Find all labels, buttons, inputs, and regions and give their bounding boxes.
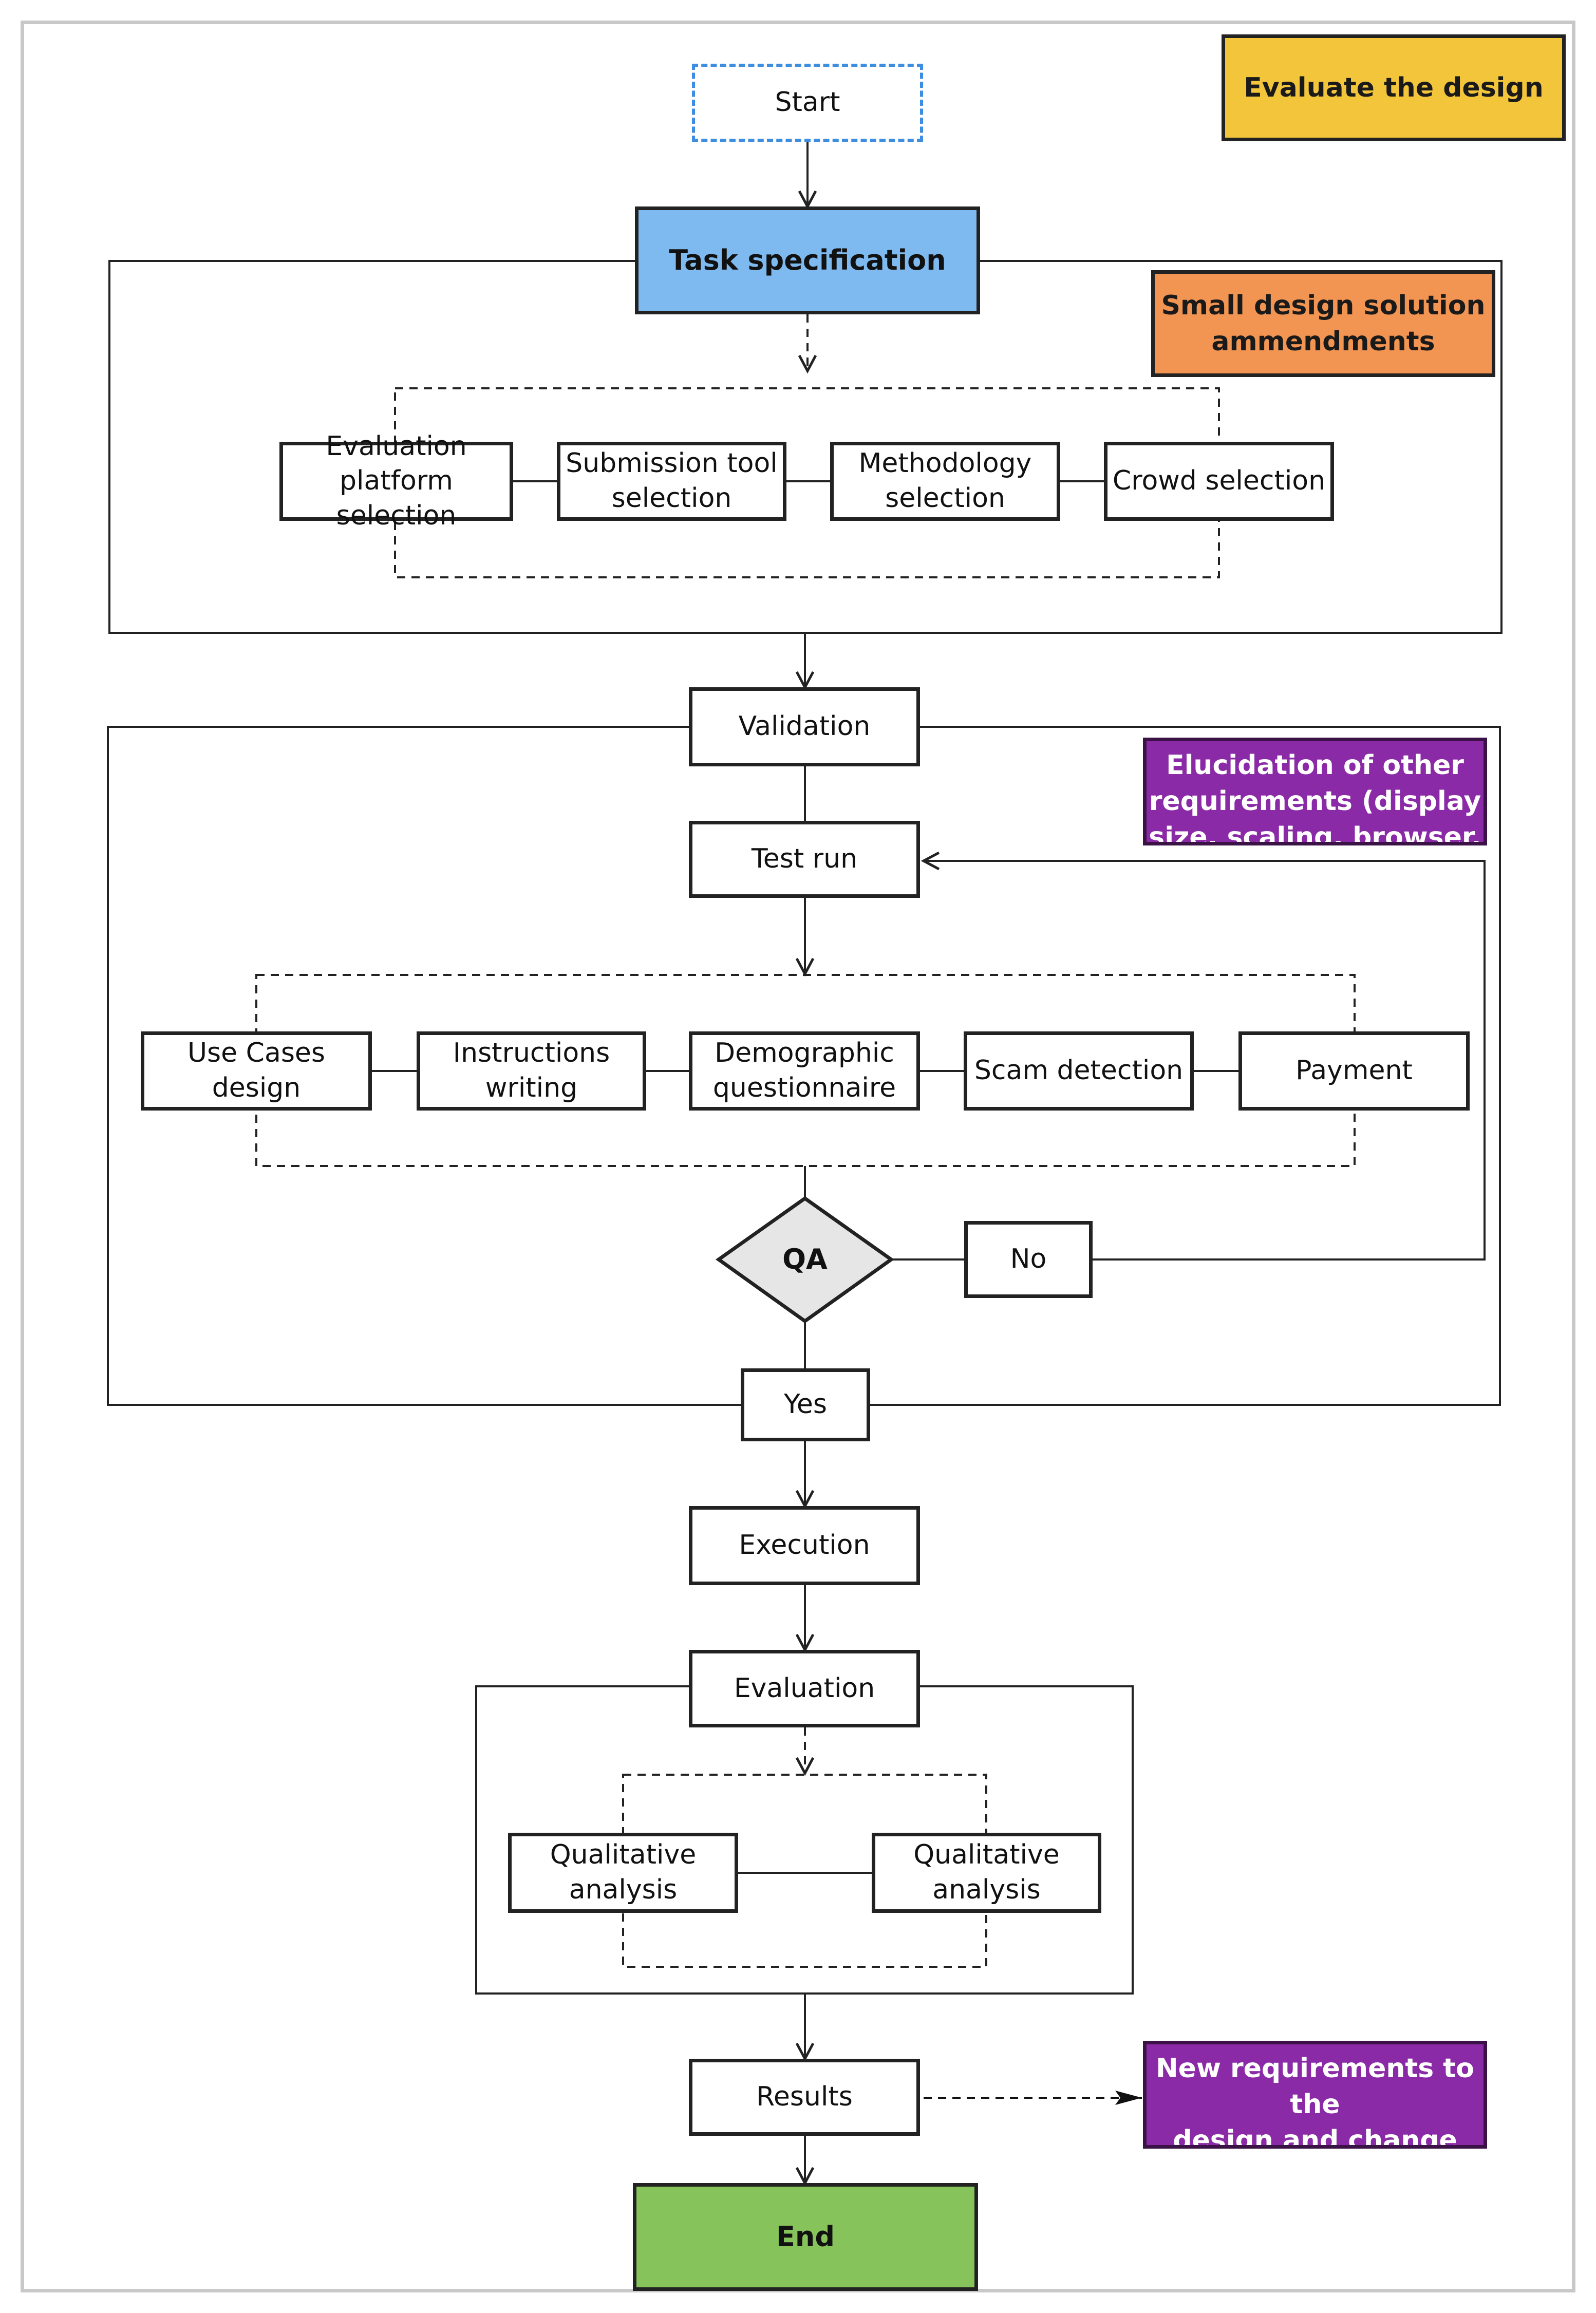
validation-node: Validation — [689, 687, 920, 766]
test-step-payment: Payment — [1238, 1031, 1470, 1111]
qa-yes-node: Yes — [741, 1368, 870, 1441]
task-specification-node: Task specification — [635, 206, 980, 314]
arrow-no-loop-to-testrun — [921, 851, 1486, 1261]
note-small-design-amendments: Small design solution ammendments — [1151, 270, 1495, 377]
task-step-submission-tool: Submission tool selection — [557, 442, 786, 521]
results-node: Results — [689, 2059, 920, 2136]
end-node: End — [633, 2183, 978, 2291]
note-elucidation-requirements: Elucidation of other requirements (displ… — [1143, 738, 1487, 845]
qa-decision-diamond — [715, 1196, 895, 1324]
test-step-use-cases-design: Use Cases design — [141, 1031, 372, 1111]
test-run-node: Test run — [689, 821, 920, 898]
task-step-evaluation-platform: Evaluation platform selection — [279, 431, 513, 531]
note-evaluate-the-design: Evaluate the design — [1222, 34, 1566, 141]
evaluation-node: Evaluation — [689, 1650, 920, 1727]
test-step-demographic-questionnaire: Demographic questionnaire — [689, 1031, 920, 1111]
task-steps-dashed-frame — [394, 387, 1220, 578]
task-step-methodology: Methodology selection — [830, 442, 1060, 521]
qa-label: QA — [782, 1243, 828, 1275]
qa-no-node: No — [964, 1221, 1093, 1298]
test-step-instructions-writing: Instructions writing — [417, 1031, 646, 1111]
execution-node: Execution — [689, 1506, 920, 1585]
start-node: Start — [692, 64, 923, 142]
note-new-requirements: New requirements to the design and chang… — [1143, 2041, 1487, 2149]
evaluation-step-qualitative-analysis-1: Qualitative analysis — [508, 1833, 738, 1913]
evaluation-step-qualitative-analysis-2: Qualitative analysis — [872, 1833, 1101, 1913]
task-step-crowd-selection: Crowd selection — [1104, 442, 1334, 521]
test-step-scam-detection: Scam detection — [964, 1031, 1194, 1111]
